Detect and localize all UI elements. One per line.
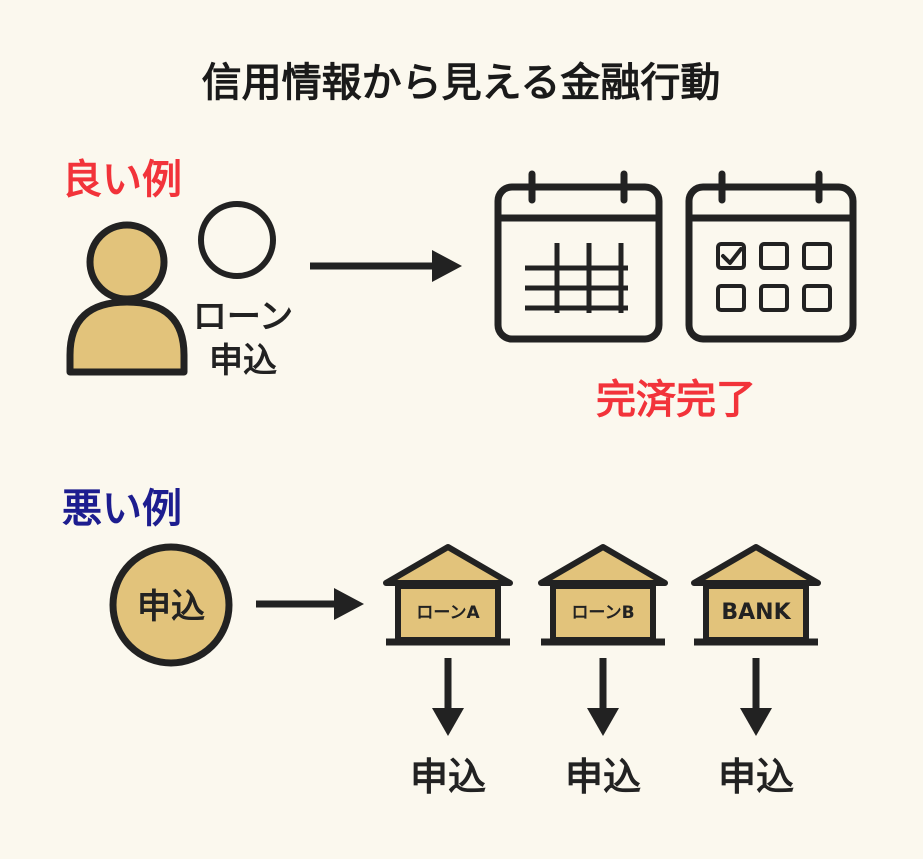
arrow-down-icon — [587, 658, 619, 736]
apply-label-bank: 申込 — [718, 755, 794, 799]
good-example-heading: 良い例 — [62, 157, 182, 203]
bank-label-bank: BANK — [721, 600, 791, 625]
page-title: 信用情報から見える金融行動 — [202, 60, 721, 106]
circle-mark-icon — [198, 201, 276, 279]
bank-label-loan-a: ローンA — [416, 603, 480, 623]
bad-example-heading: 悪い例 — [62, 486, 182, 532]
apply-label-loan-b: 申込 — [565, 755, 641, 799]
loan-label-line1: ローン — [193, 297, 293, 337]
arrow-right-icon — [310, 250, 462, 282]
calendar-checklist-icon — [685, 170, 857, 343]
repayment-complete-label: 完済完了 — [596, 377, 756, 423]
arrow-down-icon — [432, 658, 464, 736]
bank-building-icon — [383, 544, 513, 646]
calendar-icon — [494, 170, 663, 343]
bank-building-icon — [538, 544, 668, 646]
person-icon — [66, 221, 188, 376]
arrow-down-icon — [740, 658, 772, 736]
bank-label-loan-b: ローンB — [571, 603, 634, 623]
apply-label-loan-a: 申込 — [410, 755, 486, 799]
apply-badge: 申込 — [109, 543, 233, 667]
arrow-right-icon — [256, 588, 364, 620]
apply-badge-label: 申込 — [137, 587, 205, 627]
bank-building-icon — [691, 544, 821, 646]
loan-label-line2: 申込 — [209, 341, 277, 381]
